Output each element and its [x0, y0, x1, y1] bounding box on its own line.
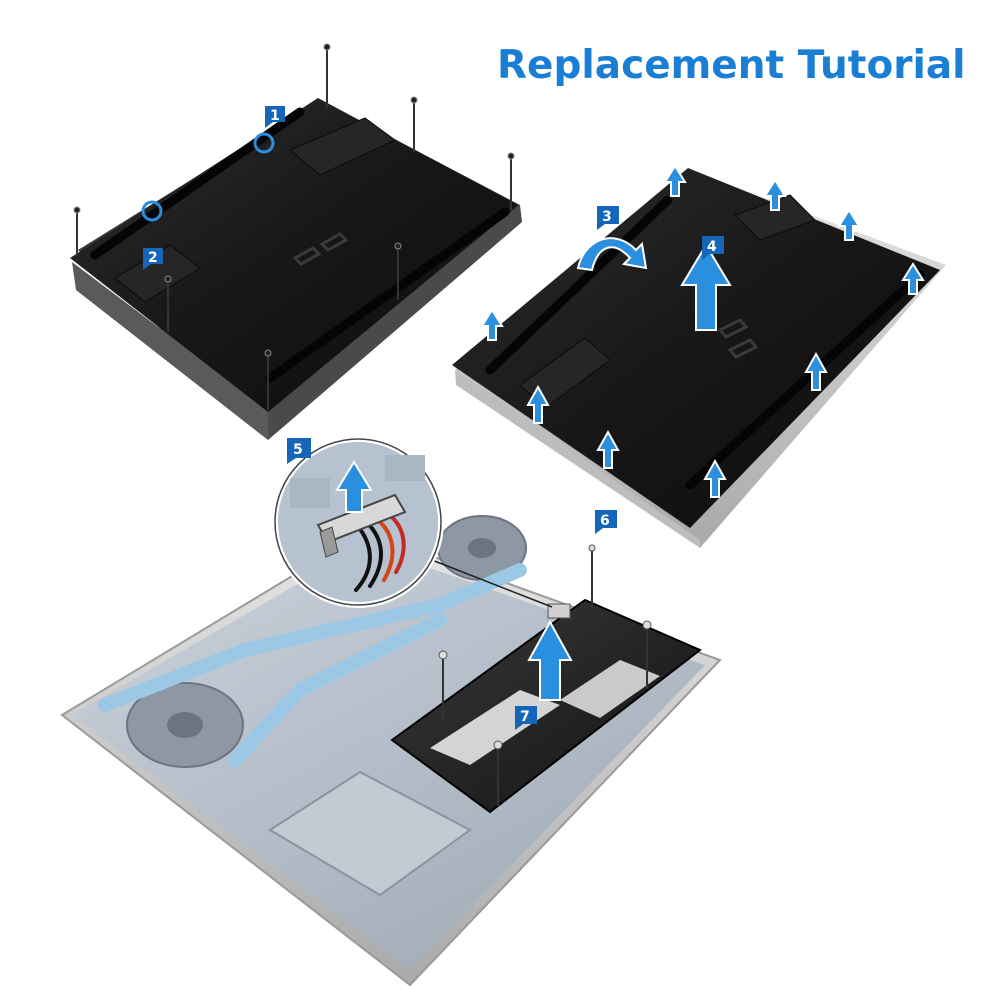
laptop-internal-step-5-7 — [60, 515, 722, 987]
screw-icon — [76, 48, 512, 410]
step-number: 3 — [602, 209, 612, 225]
step-badge-5: 5 — [287, 438, 311, 464]
vent-grille — [114, 117, 396, 303]
step-badge-1: 1 — [265, 106, 285, 128]
pry-arrow-icon — [576, 237, 648, 272]
brand-logo-mark — [292, 232, 349, 266]
cooling-fan — [126, 515, 527, 768]
step-number: 6 — [600, 513, 610, 529]
screw-icon — [442, 548, 648, 806]
lift-arrow-icon — [480, 164, 925, 498]
step-badge-4: 4 — [702, 236, 724, 260]
step-badge-6: 6 — [595, 510, 617, 534]
step-number: 7 — [520, 709, 530, 725]
step-badge-2: 2 — [143, 248, 163, 270]
laptop-bottom-step-1-2 — [70, 43, 522, 440]
laptop-bottom-step-3-4 — [452, 164, 946, 548]
screw-marker-icon — [141, 200, 163, 222]
connector-inset — [272, 436, 444, 608]
step-number: 2 — [148, 250, 158, 266]
lift-arrow-icon — [527, 619, 573, 701]
battery-connector — [547, 603, 571, 619]
heatpipe — [98, 563, 527, 767]
step-number: 1 — [270, 108, 280, 124]
screw-marker-icon — [253, 132, 275, 154]
step-badge-3: 3 — [597, 206, 619, 230]
lift-arrow-icon — [335, 460, 373, 513]
step-number: 5 — [293, 442, 303, 458]
battery — [390, 598, 702, 814]
page-title: Replacement Tutorial — [497, 43, 966, 88]
step-badge-7: 7 — [515, 706, 537, 730]
step-number: 4 — [707, 239, 717, 255]
